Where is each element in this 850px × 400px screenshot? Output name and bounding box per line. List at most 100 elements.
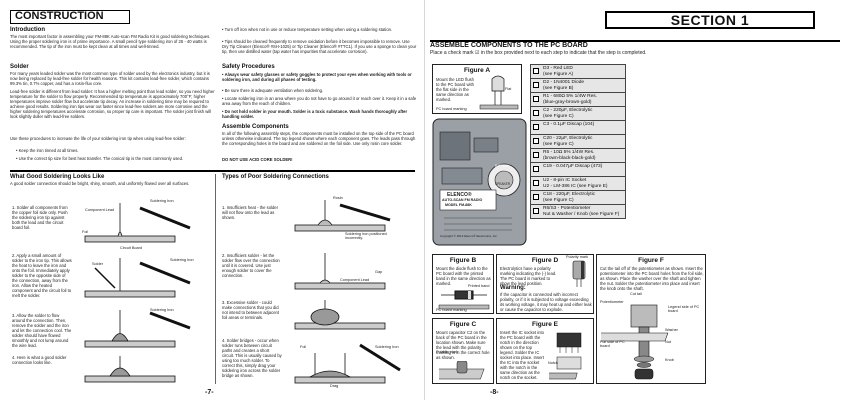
label-pc-board-marking: PC board marking	[436, 308, 467, 312]
capacitor-icon	[572, 260, 586, 287]
board-battery: BATTERY	[495, 164, 510, 168]
poor-item: 2. Insufficient solder - let the solder …	[222, 253, 280, 278]
label-knob: Knob	[665, 358, 674, 362]
checklist-item[interactable]: C3 - 0.1μF Discap (104)	[530, 121, 626, 135]
checklist-item[interactable]: C18 - 220μF, Electrolytic(see Figure C)	[530, 191, 626, 205]
page-number: -7-	[205, 389, 214, 396]
label-drag: Drag	[330, 384, 339, 388]
poor-item: 1. Insufficient heat - the solder will n…	[222, 205, 279, 220]
safety-item: • Be sure there is adequate ventilation …	[222, 88, 324, 93]
figure-b-text: Mount the diode flush to the PC board wi…	[436, 266, 491, 286]
board-copyright: Copyright © 2012 Elenco® Electronics, In…	[440, 234, 498, 238]
solder-text: For many years leaded solder was the mos…	[10, 71, 210, 86]
figure-f-text: Cut the tail off of the potentiometer as…	[600, 266, 704, 291]
label-washer: Washer	[665, 328, 678, 332]
checklist-item[interactable]: C2 - 220μF, Electrolytic(see Figure C)	[530, 107, 626, 121]
label-printed-band: Printed band	[468, 284, 490, 288]
assembly-text: In all of the following assembly steps, …	[222, 131, 416, 146]
warning-title: Warning:	[500, 285, 526, 291]
column-divider	[215, 174, 216, 384]
tip-bullet: • Turn off iron when not in use or reduc…	[222, 27, 393, 32]
figure-d: Figure D Electrolytics have a polarity m…	[496, 254, 594, 314]
solder-text-2: Lead-free solder is different from lead …	[10, 89, 215, 119]
warning-text: If the capacitor is connected with incor…	[500, 292, 592, 312]
checklist-item[interactable]: R1 - 680Ω 5% 1/4W Res.(blue-gray-brown-g…	[530, 93, 626, 107]
checkbox[interactable]	[533, 194, 539, 200]
checkbox[interactable]	[533, 208, 539, 214]
checkbox[interactable]	[533, 110, 539, 116]
label-rosin: Rosin	[333, 196, 343, 200]
checkbox[interactable]	[533, 82, 539, 88]
figure-e-text: Insert the IC socket into the PC board w…	[500, 330, 544, 380]
poor-item: 3. Excessive solder - could make connect…	[222, 300, 280, 320]
checklist-item[interactable]: D3 - Red LED(see Figure A)	[530, 64, 626, 79]
label-notch: Notch	[548, 361, 558, 365]
poor-soldering-diagrams	[294, 200, 401, 384]
checklist-item[interactable]: R5 - 10Ω 5% 1/4W Res.(brown-black-black-…	[530, 149, 626, 163]
good-step: 3. Allow the solder to flow around the c…	[12, 313, 72, 348]
label-flat: Flat	[505, 87, 512, 91]
solder-text-3: Use these procedures to increase the lif…	[10, 136, 186, 141]
poor-item: 4. Solder bridges - occur when solder ru…	[222, 338, 282, 378]
label-circuit-board: Circuit Board	[120, 246, 142, 250]
label-soldering-iron: Soldering Iron	[150, 308, 174, 312]
intro-title: Introduction	[10, 27, 45, 33]
ic-socket-icon	[549, 332, 582, 380]
checklist-item[interactable]: D2 - 1N4001 Diode(see Figure B)	[530, 79, 626, 93]
divider	[10, 170, 415, 172]
tip-bullet: • Tips should be cleaned frequently to r…	[222, 39, 417, 54]
board-speaker: SPEAKER	[495, 182, 511, 186]
checkbox[interactable]	[533, 166, 539, 172]
assembly-checklist: D3 - Red LED(see Figure A) D2 - 1N4001 D…	[530, 64, 626, 219]
poor-soldering-title: Types of Poor Soldering Connections	[222, 174, 329, 180]
figure-c-text: Mount capacitor C2 on the back of the PC…	[436, 330, 490, 360]
label-legend-side: Legend side of PC board	[668, 305, 700, 313]
safety-item: • Do not hold solder in your mouth. Sold…	[222, 109, 408, 119]
good-soldering-diagrams	[84, 203, 191, 383]
section-title: SECTION 1	[605, 11, 815, 29]
label-soldering-iron: Soldering Iron	[150, 199, 174, 203]
led-icon	[479, 75, 519, 110]
board-name: AUTO-SCAN FM RADIO	[442, 198, 483, 202]
board-brand: ELENCO®	[447, 192, 472, 198]
solder-title: Solder	[10, 64, 29, 70]
checklist-item[interactable]: C20 - 22μF, Electrolytic(see Figure C)	[530, 135, 626, 149]
figure-c: Figure C Mount capacitor C2 on the back …	[432, 318, 494, 384]
left-page: CONSTRUCTION Introduction The most impor…	[10, 10, 417, 396]
label-nut: Nut	[665, 340, 671, 344]
label-foil-side: Foil side of PC board	[600, 340, 625, 348]
good-step: 4. Here is what a good solder connection…	[12, 355, 67, 365]
intro-text: The most important factor in assembling …	[10, 34, 211, 49]
pc-board-diagram	[432, 118, 527, 246]
solder-bullet: • Keep the iron tinned at all times.	[16, 148, 79, 153]
label-polarity-mark: Polarity mark	[566, 255, 589, 259]
checkbox[interactable]	[533, 152, 539, 158]
safety-title: Safety Procedures	[222, 64, 275, 70]
capacitor-on-board-icon	[439, 361, 485, 380]
assembly-title: Assemble Components	[222, 124, 289, 130]
figure-f: Figure F Cut the tail off of the potenti…	[596, 254, 706, 384]
label-iron-positioned: Soldering iron positioned incorrectly.	[345, 232, 387, 240]
label-polarity-mark: Polarity mark	[436, 350, 459, 354]
page-number: -8-	[490, 389, 499, 396]
safety-item: • Always wear safety glasses or safety g…	[222, 72, 412, 82]
good-step: 2. Apply a small amount of solder to the…	[12, 253, 72, 298]
label-foil: Foil	[82, 230, 89, 234]
label-gap: Gap	[375, 270, 383, 274]
figure-a: Figure A Mount the LED flush to the PC b…	[432, 64, 522, 114]
assemble-subtitle: ASSEMBLE COMPONENTS TO THE PC BOARD	[430, 42, 588, 49]
checkbox[interactable]	[533, 96, 539, 102]
divider	[430, 40, 840, 42]
checkbox[interactable]	[533, 180, 539, 186]
checklist-item[interactable]: C19 - 0.047μF Discap (473)	[530, 163, 626, 177]
checkbox[interactable]	[533, 124, 539, 130]
board-area	[432, 118, 527, 246]
label-potentiometer: Potentiometer	[600, 300, 624, 304]
checkbox[interactable]	[533, 68, 539, 74]
label-pc-board-marking: PC board marking	[436, 107, 467, 111]
checkbox[interactable]	[533, 138, 539, 144]
label-component-lead: Component Lead	[85, 208, 115, 212]
label-component-lead: Component Lead	[340, 278, 370, 282]
